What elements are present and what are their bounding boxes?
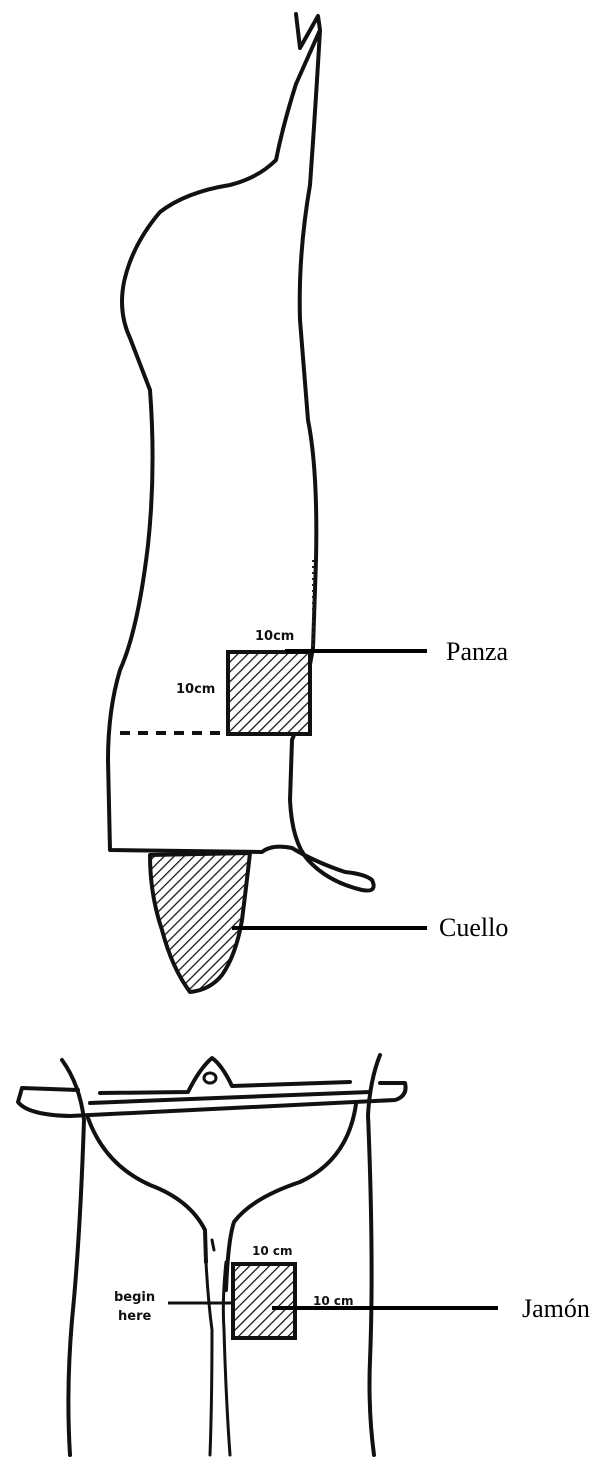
top-view: 10cm 10cm Panza Cuello [108, 14, 509, 992]
panza-height-mark: 10cm [176, 682, 215, 697]
jamon-label: Jamón [522, 1294, 590, 1323]
cuello-label: Cuello [439, 913, 508, 942]
left-leg-outer [62, 1060, 84, 1455]
gambrel-hook [204, 1073, 216, 1083]
jamon-height-mark: 10 cm [313, 1294, 354, 1308]
cuello-sample-area [150, 853, 250, 992]
bottom-view: 10 cm 10 cm begin here Jamón [18, 1055, 590, 1455]
panza-sample-area [228, 652, 310, 734]
begin-note-line1: begin [114, 1290, 155, 1305]
jamon-width-mark: 10 cm [252, 1244, 293, 1258]
right-leg-outer [368, 1055, 380, 1455]
channel-mark [212, 1240, 214, 1250]
central-channel-left [206, 1262, 212, 1455]
jamon-sample-area [233, 1264, 295, 1338]
panza-width-mark: 10cm [255, 629, 294, 644]
panza-label: Panza [446, 637, 509, 666]
carcass-outline [108, 14, 374, 891]
left-inner-curve [88, 1118, 206, 1262]
begin-note-line2: here [118, 1309, 151, 1324]
